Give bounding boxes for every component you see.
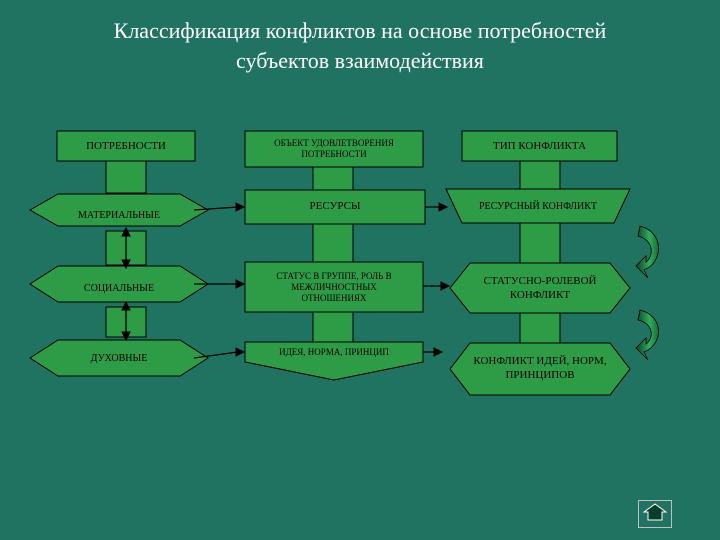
arrow-object-to-type-1 [425,202,449,212]
header-object-box [244,130,424,168]
title-line-1: Классификация конфликтов на основе потре… [113,18,607,43]
need-shape-spiritual [29,339,209,377]
need-shape-material [28,193,210,227]
connector-type-2 [519,222,561,264]
arrow-needs-to-object-1 [193,202,246,212]
need-label-material: МАТЕРИАЛЬНЫЕ [77,210,161,221]
connector-object-3 [312,311,354,343]
type-shape-resource [445,188,631,224]
home-icon [642,502,668,526]
arrow-object-to-type-3 [423,347,444,357]
curved-arrow-2 [635,309,659,361]
type-shape-status-role [449,262,631,314]
connector-needs-1 [105,160,147,194]
type-label-resource: РЕСУРСНЫЙ КОНФЛИКТ [478,201,598,212]
connector-type-1 [519,160,561,190]
arrow-object-to-type-2 [423,281,451,291]
connector-type-3 [519,312,561,344]
double-arrow-needs-1 [121,226,131,270]
connector-object-2 [312,223,354,263]
header-type-label: ТИП КОНФЛИКТА [492,140,587,152]
arrow-needs-to-object-2 [194,279,246,289]
slide-title: Классификация конфликтов на основе потре… [40,16,680,76]
object-shape-idea [244,341,424,381]
double-arrow-needs-2 [121,300,131,342]
title-line-2: субъектов взаимодействия [236,48,484,73]
arrow-needs-to-object-3 [193,347,246,359]
object-label-resources: РЕСУРСЫ [309,200,361,212]
type-shape-ideas [449,342,631,396]
object-shape-resources [244,189,426,225]
curved-arrow-1 [635,225,659,279]
header-object-label: ОБЪЕКТ УДОВЛЕТВОРЕНИЯ ПОТРЕБНОСТИ [274,138,394,159]
connector-object-1 [312,166,354,191]
home-button[interactable] [638,500,672,528]
type-label-status-role: СТАТУСНО-РОЛЕВОЙ КОНФЛИКТ [483,275,597,301]
header-needs-label: ПОТРЕБНОСТИ [86,140,166,152]
header-type-box [461,130,618,162]
object-shape-status [244,261,424,313]
need-label-spiritual: ДУХОВНЫЕ [90,353,148,364]
need-label-social: СОЦИАЛЬНЫЕ [83,283,155,294]
object-label-idea: ИДЕЯ, НОРМА, ПРИНЦИП [279,347,389,357]
object-label-status: СТАТУС В ГРУППЕ, РОЛЬ В МЕЖЛИЧНОСТНЫХ ОТ… [276,270,392,303]
type-label-ideas: КОНФЛИКТ ИДЕЙ, НОРМ, ПРИНЦИПОВ [473,355,607,381]
